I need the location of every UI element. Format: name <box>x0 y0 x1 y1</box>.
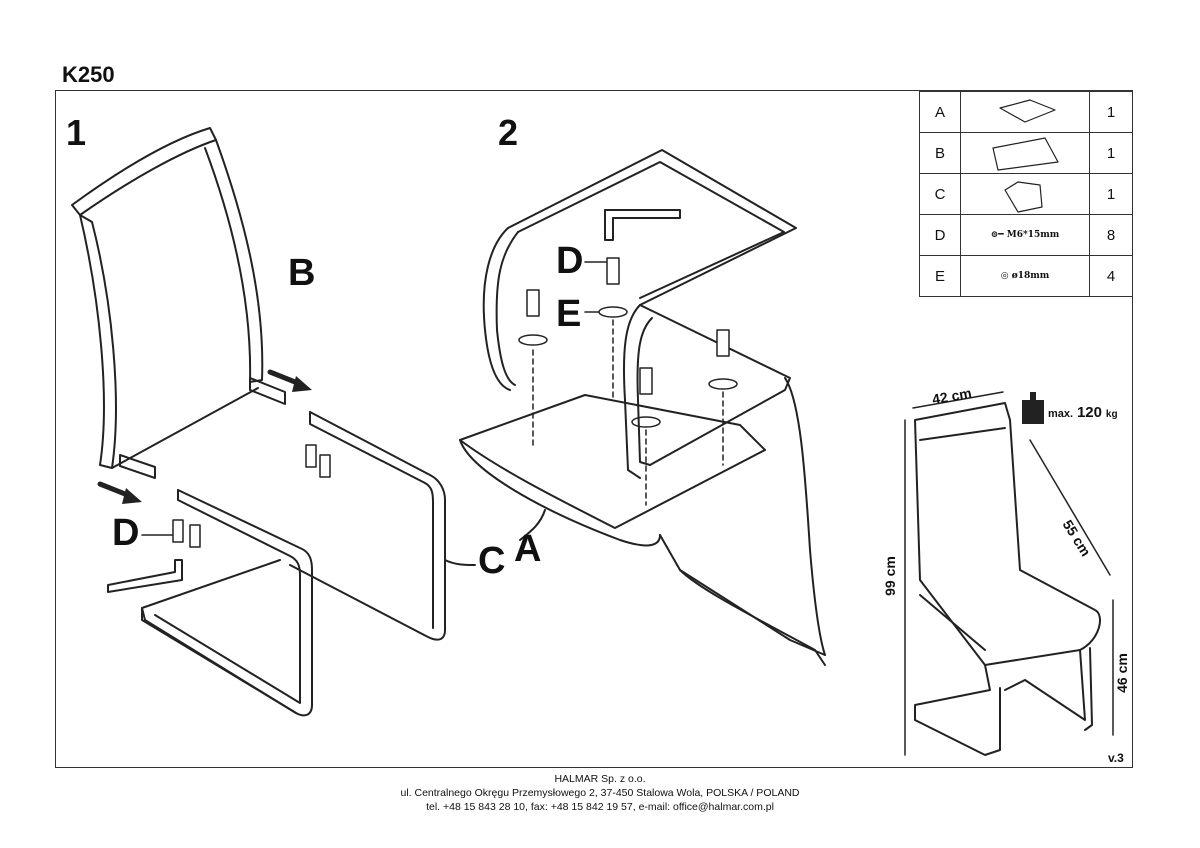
part-quantity: 1 <box>1089 173 1133 215</box>
instruction-frame <box>55 90 1133 768</box>
seat-frame-c-step2 <box>482 149 797 479</box>
part-quantity: 8 <box>1089 214 1133 256</box>
label-c: C <box>478 540 506 582</box>
dimension-height: 99 cm <box>881 556 898 596</box>
label-b: B <box>288 252 316 294</box>
washer-size: ø18mm <box>1011 271 1050 281</box>
part-image-washer: ◎ ø18mm <box>960 255 1090 297</box>
label-e: E <box>556 293 582 335</box>
max-load-value: 120 <box>1076 404 1102 421</box>
weight-icon <box>1022 392 1044 424</box>
dimension-chair-drawing <box>914 402 1101 756</box>
part-letter: E <box>919 255 961 297</box>
part-quantity: 1 <box>1089 91 1133 133</box>
part-letter: C <box>919 173 961 215</box>
bolt-icon: ⊚━ <box>990 230 1007 240</box>
document-title: K250 <box>62 62 115 87</box>
footer-address: ul. Centralnego Okręgu Przemysłowego 2, … <box>400 787 800 799</box>
table-row: B 1 <box>919 132 1133 174</box>
part-quantity: 4 <box>1089 255 1133 297</box>
table-row: D ⊚━ M6*15mm 8 <box>919 214 1133 256</box>
bolts-washers-step2 <box>518 257 738 506</box>
hex-key-icon <box>604 209 681 241</box>
dimension-seat-height: 46 cm <box>1113 653 1130 693</box>
footer-company: HALMAR Sp. z o.o. <box>554 773 646 785</box>
footer: HALMAR Sp. z o.o. ul. Centralnego Okręgu… <box>0 772 1200 814</box>
step-number-1: 1 <box>66 112 87 153</box>
label-a: A <box>514 528 542 570</box>
parts-list-table: A 1 B 1 C 1 D ⊚━ M6*15mm 8 E ◎ ø18mm 4 <box>919 91 1133 297</box>
bolt-size: M6*15mm <box>1006 230 1060 240</box>
part-quantity: 1 <box>1089 132 1133 174</box>
part-letter: D <box>919 214 961 256</box>
label-d-step2: D <box>556 240 584 282</box>
max-load: max. 120 kg <box>1048 404 1118 421</box>
dimension-lines <box>904 391 1114 756</box>
part-letter: A <box>919 91 961 133</box>
hex-key-icon <box>107 559 183 593</box>
part-image-frame <box>960 173 1090 215</box>
part-image-seat <box>960 91 1090 133</box>
version-label: v.3 <box>1108 751 1124 765</box>
part-letter: B <box>919 132 961 174</box>
step-number-2: 2 <box>498 112 519 153</box>
frame-part-c <box>141 411 446 717</box>
max-load-unit: kg <box>1105 409 1118 420</box>
footer-contact: tel. +48 15 843 28 10, fax: +48 15 842 1… <box>426 801 774 813</box>
label-d-step1: D <box>112 512 140 554</box>
table-row: C 1 <box>919 173 1133 215</box>
washer-icon: ◎ <box>1000 271 1012 281</box>
max-load-prefix: max. <box>1048 408 1074 420</box>
backrest-part-b <box>71 127 286 479</box>
part-image-backrest <box>960 132 1090 174</box>
table-row: A 1 <box>919 91 1133 133</box>
part-image-bolt: ⊚━ M6*15mm <box>960 214 1090 256</box>
bolt-icons-step1 <box>141 444 331 548</box>
table-row: E ◎ ø18mm 4 <box>919 255 1133 297</box>
seat-part-a <box>459 377 826 666</box>
